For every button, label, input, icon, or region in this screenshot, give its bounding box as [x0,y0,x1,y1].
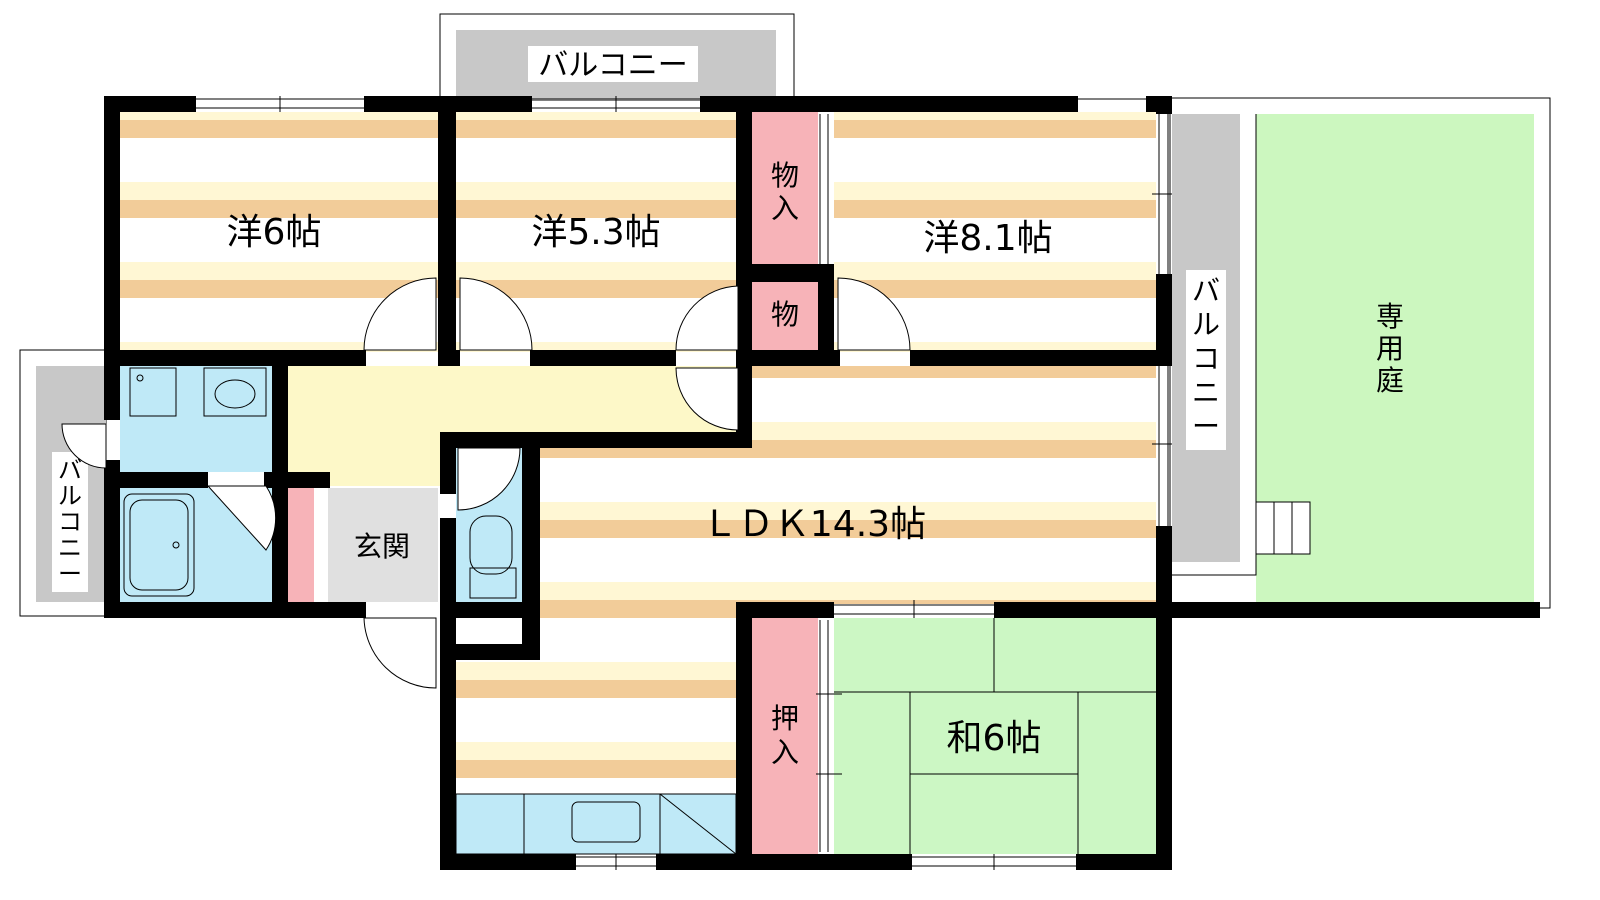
right-balcony-char-3: コ [1192,342,1220,375]
door-western-room-3 [837,277,911,351]
kitchen-floor-link [540,604,736,654]
japanese-room-floor [834,618,1156,854]
top-balcony-label: バルコニー [538,48,687,83]
room-label-western-1: 洋6帖 [227,212,322,253]
door-closet-2 [675,285,739,351]
toilet [469,515,517,599]
garden-steps [1255,501,1311,555]
oshiire-char-2: 入 [771,736,799,769]
door-entrance [363,617,437,689]
tatami-lines [834,618,1156,854]
door-bathroom [206,485,277,551]
room-label-ldk: ＬＤＫ14.3帖 [702,504,926,545]
ldk-floor-main [540,448,1156,604]
door-left-balcony [61,423,107,469]
door-toilet [457,447,521,511]
bathtub [123,493,195,597]
left-balcony-char-3: コ [58,508,82,536]
private-garden: 専 用 庭 [1172,114,1534,604]
top-balcony: バルコニー [439,13,795,101]
room-label-japanese: 和6帖 [947,718,1042,759]
oshiire-floor [752,618,818,854]
kitchen-counter [455,793,737,855]
closet-2-floor [752,282,818,352]
left-balcony-char-1: バ [58,456,82,484]
kitchen-sink [571,801,641,843]
doors [61,277,911,689]
right-balcony-char-2: ル [1192,308,1220,341]
garden-char-2: 用 [1376,332,1404,365]
room-label-entrance: 玄関 [354,530,410,563]
right-balcony-char-4: ニ [1192,376,1220,409]
entrance-floor [328,488,438,602]
garden-char-1: 専 [1376,300,1404,333]
door-western-room-1 [363,277,437,351]
left-balcony-char-2: ル [58,482,82,510]
walls [104,96,1540,870]
closet-2-label: 物 [771,298,799,331]
right-balcony-char-5: ー [1192,410,1220,443]
left-balcony-char-4: ニ [58,534,82,562]
room-label-western-2: 洋5.3帖 [531,212,660,253]
door-western-room-2 [459,277,533,351]
shoe-closet-floor [288,488,314,602]
oshiire-char-1: 押 [771,702,799,735]
ldk-floor-upper [750,366,1156,448]
left-balcony-char-5: ー [58,560,82,588]
left-balcony: バ ル コ ニ ー [19,349,107,617]
closet-1-char-2: 入 [771,192,799,225]
door-ldk [675,367,739,431]
washroom-floor [120,366,272,472]
closet-1-char-1: 物 [771,159,799,192]
right-balcony-char-1: バ [1192,274,1220,307]
windows [104,96,1172,870]
garden-char-3: 庭 [1376,364,1404,397]
closet-1-floor [752,112,818,264]
washbasin [129,367,267,417]
room-label-western-3: 洋8.1帖 [923,218,1052,259]
